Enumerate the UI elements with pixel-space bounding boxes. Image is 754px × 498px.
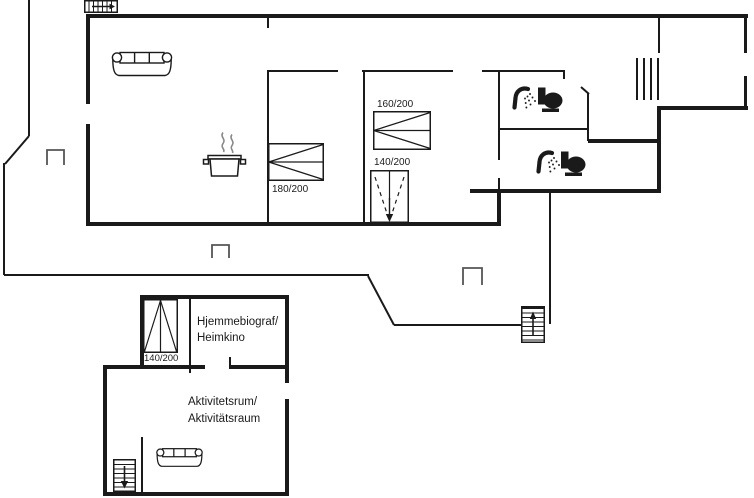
vent-icon xyxy=(211,244,230,258)
bed-size-label-bunk-140: 140/200 xyxy=(374,157,411,168)
bed-size-label-cinema-140: 140/200 xyxy=(144,353,179,364)
bed-size-label-180: 180/200 xyxy=(272,184,309,195)
vent-icon xyxy=(462,267,483,285)
stairs-up-icon xyxy=(521,306,545,343)
room-label-activity-da: Aktivitetsrum/ xyxy=(188,396,258,408)
double-bed-icon xyxy=(268,143,324,181)
cooking-pot-icon xyxy=(202,132,247,177)
room-label-activity-de: Aktivitätsraum xyxy=(188,413,261,425)
bunk-bed-icon xyxy=(370,170,409,223)
vent-icon xyxy=(46,149,65,165)
stairs-right-icon xyxy=(84,0,118,13)
double-bed-icon xyxy=(143,299,178,353)
toilet-icon xyxy=(538,87,563,112)
bed-size-label-160: 160/200 xyxy=(377,99,414,110)
room-label-home-cinema-da: Hjemmebiograf/ xyxy=(197,316,279,328)
double-bed-icon xyxy=(373,111,431,150)
shower-icon xyxy=(536,150,560,174)
room-label-home-cinema-de: Heimkino xyxy=(197,332,245,344)
stairs-down-icon xyxy=(113,459,136,492)
sofa-icon xyxy=(111,51,173,77)
sofa-icon xyxy=(156,448,203,467)
shower-icon xyxy=(512,86,536,110)
toilet-icon xyxy=(561,151,586,176)
